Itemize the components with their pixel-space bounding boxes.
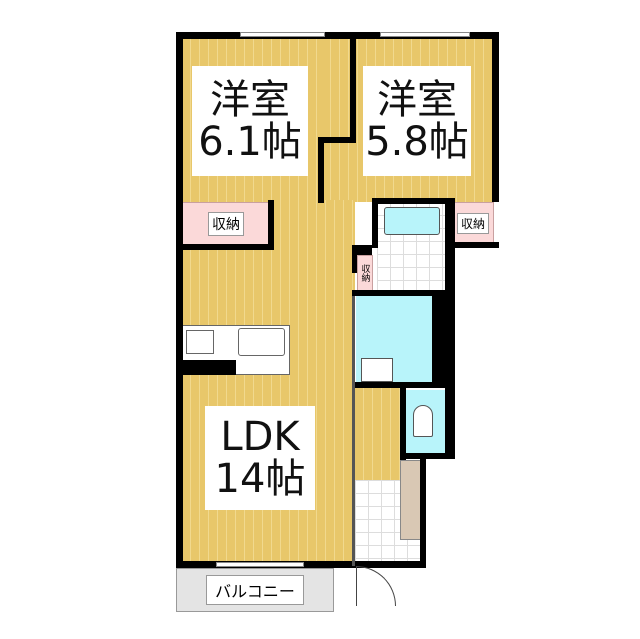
wall-storage-right (268, 200, 274, 250)
room2-label: 洋室 5.8帖 (363, 66, 471, 176)
ldk-size: 14帖 (214, 456, 306, 502)
window-room1 (240, 32, 325, 37)
window-room2 (380, 32, 470, 37)
wall-wash-top (352, 290, 452, 296)
wall-storage-bottom (176, 244, 274, 250)
wall-bath-top (372, 198, 452, 204)
room2-name: 洋室 (377, 77, 457, 123)
room1-size: 6.1帖 (198, 119, 302, 165)
shoe-cabinet (400, 460, 422, 540)
room1-name: 洋室 (210, 77, 290, 123)
kitchen-wall (182, 360, 236, 375)
wall-wash-right (432, 290, 452, 388)
balcony-label: バルコニー (206, 575, 304, 605)
wall-toilet-left (400, 382, 406, 460)
stove-icon (186, 330, 214, 354)
room2-size: 5.8帖 (365, 119, 469, 165)
balcony: バルコニー (176, 568, 334, 612)
entrance-door[interactable] (356, 566, 396, 606)
storage-right-label: 収納 (456, 212, 489, 234)
storage-left: 収納 (182, 202, 270, 246)
wall-toilet-bottom (400, 453, 455, 459)
window-ldk (216, 562, 304, 567)
ldk-label: LDK 14帖 (205, 406, 315, 510)
ldk-name: LDK (220, 414, 300, 460)
storage-small-label: 収納 (359, 264, 370, 282)
wall-right-storage (445, 242, 499, 248)
wall-left (176, 32, 183, 568)
sink-icon (238, 328, 285, 356)
storage-small: 収納 (357, 255, 373, 291)
wall-bath-left (372, 198, 378, 248)
wall-ldk-partition (352, 296, 355, 566)
storage-left-label: 収納 (208, 212, 244, 236)
wall-entry-right (420, 453, 426, 568)
toilet-icon (413, 405, 433, 437)
bathtub (384, 207, 440, 235)
washbasin (361, 358, 393, 382)
wall-right-top (492, 32, 499, 202)
wall-divider-a (350, 32, 356, 142)
wall-divider-c (318, 137, 324, 203)
storage-right: 収納 (452, 202, 494, 244)
room1-label: 洋室 6.1帖 (192, 66, 308, 176)
wall-divider-b (318, 137, 356, 143)
hallway-floor (355, 385, 405, 485)
